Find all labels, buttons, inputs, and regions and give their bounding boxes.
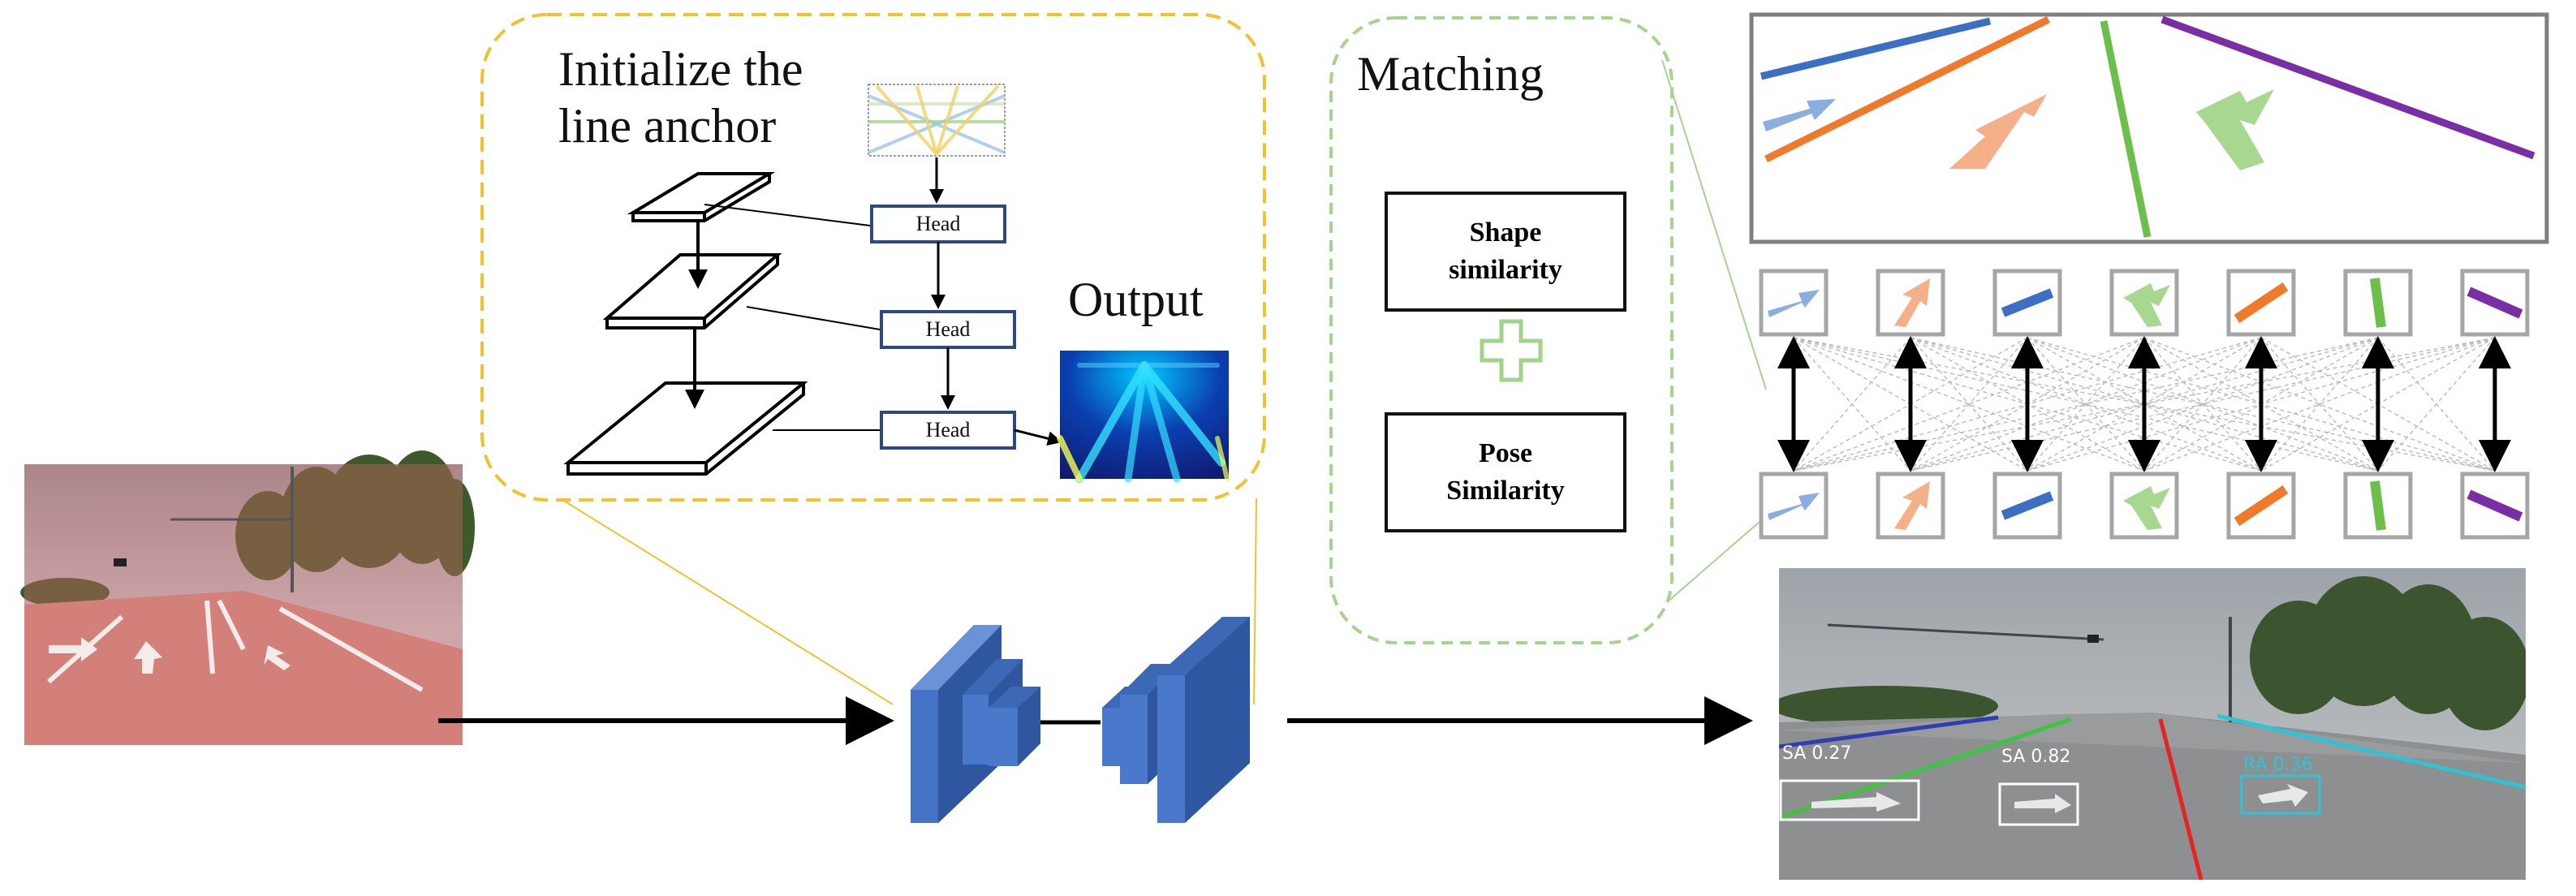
output-road-image (1779, 568, 2526, 880)
light-blue-arrow-icon (1768, 290, 1820, 317)
blue-lane-line-icon (2001, 491, 2054, 520)
matching-label: Matching (1357, 47, 1544, 101)
encoder-network (911, 625, 1040, 823)
zoom-line-right (1253, 498, 1257, 705)
feature-pyramid (563, 172, 808, 476)
candidate-match-line (1910, 337, 2028, 472)
green-lane-line-icon (2370, 278, 2386, 328)
query-slot-box (1759, 269, 1829, 337)
head-to-output-arrow (1014, 429, 1062, 446)
blue-lane-line-icon (2001, 288, 2054, 317)
target-slot-box (2226, 472, 2296, 540)
purple-lane-line-icon (2466, 489, 2523, 522)
plus-icon (1480, 319, 1543, 382)
matching-frame (1329, 16, 1674, 644)
input-road-image (20, 450, 475, 745)
shape-similarity-line-1: Shape (1469, 218, 1542, 248)
light-blue-arrow-icon (1768, 493, 1820, 520)
head-block-2 (880, 310, 1016, 349)
decoder-network (1102, 617, 1250, 823)
candidate-match-line (1910, 337, 2496, 472)
candidate-match-line (2377, 337, 2496, 472)
peach-arrow-icon (1894, 481, 1930, 530)
head-label-2: Head (925, 317, 971, 341)
target-slot-box (1759, 472, 1829, 540)
green-zoom-line-top (1661, 59, 1767, 390)
candidate-match-line (1793, 337, 1911, 472)
green-lane-line-icon (2370, 480, 2386, 531)
green-turn-arrow-icon (2123, 486, 2170, 530)
shape-similarity-line-2: similarity (1449, 255, 1562, 285)
pose-similarity-box: Pose Similarity (1385, 412, 1626, 532)
head-label-3: Head (925, 418, 971, 442)
purple-lane-line-icon (2466, 286, 2523, 319)
orange-lane-line-icon (2234, 485, 2289, 526)
initialize-line-anchor-title: Initialize the line anchor (558, 41, 803, 154)
head-block-3 (880, 411, 1016, 450)
target-slot-box (2460, 472, 2530, 540)
pose-similarity-line-2: Similarity (1446, 476, 1565, 506)
matched-lines-panel (1749, 12, 2549, 244)
detection-head-frame (480, 13, 1266, 502)
shape-similarity-box: Shape similarity (1385, 192, 1626, 312)
detection-label-1: SA 0.27 (1782, 743, 1852, 764)
line-anchor-thumbnail (868, 84, 1006, 157)
pose-similarity-line-1: Pose (1478, 438, 1533, 468)
head-label-1: Head (915, 212, 961, 235)
output-label: Output (1068, 273, 1204, 326)
detection-label-3: RA 0.36 (2243, 755, 2313, 775)
output-heatmap (1057, 351, 1230, 483)
green-turn-arrow-icon (2123, 283, 2170, 327)
zoom-line-left (559, 498, 894, 705)
detection-label-2: SA 0.82 (2001, 747, 2071, 767)
initialize-title-line-2: line anchor (558, 99, 777, 153)
green-zoom-line-bottom (1666, 515, 1767, 603)
bipartite-matching-grid (1759, 269, 2530, 540)
candidate-match-line (2260, 337, 2379, 472)
candidate-match-line (1793, 337, 2379, 472)
peach-arrow-icon (1894, 278, 1930, 327)
initialize-title-line-1: Initialize the (558, 42, 803, 96)
orange-lane-line-icon (2234, 282, 2289, 323)
